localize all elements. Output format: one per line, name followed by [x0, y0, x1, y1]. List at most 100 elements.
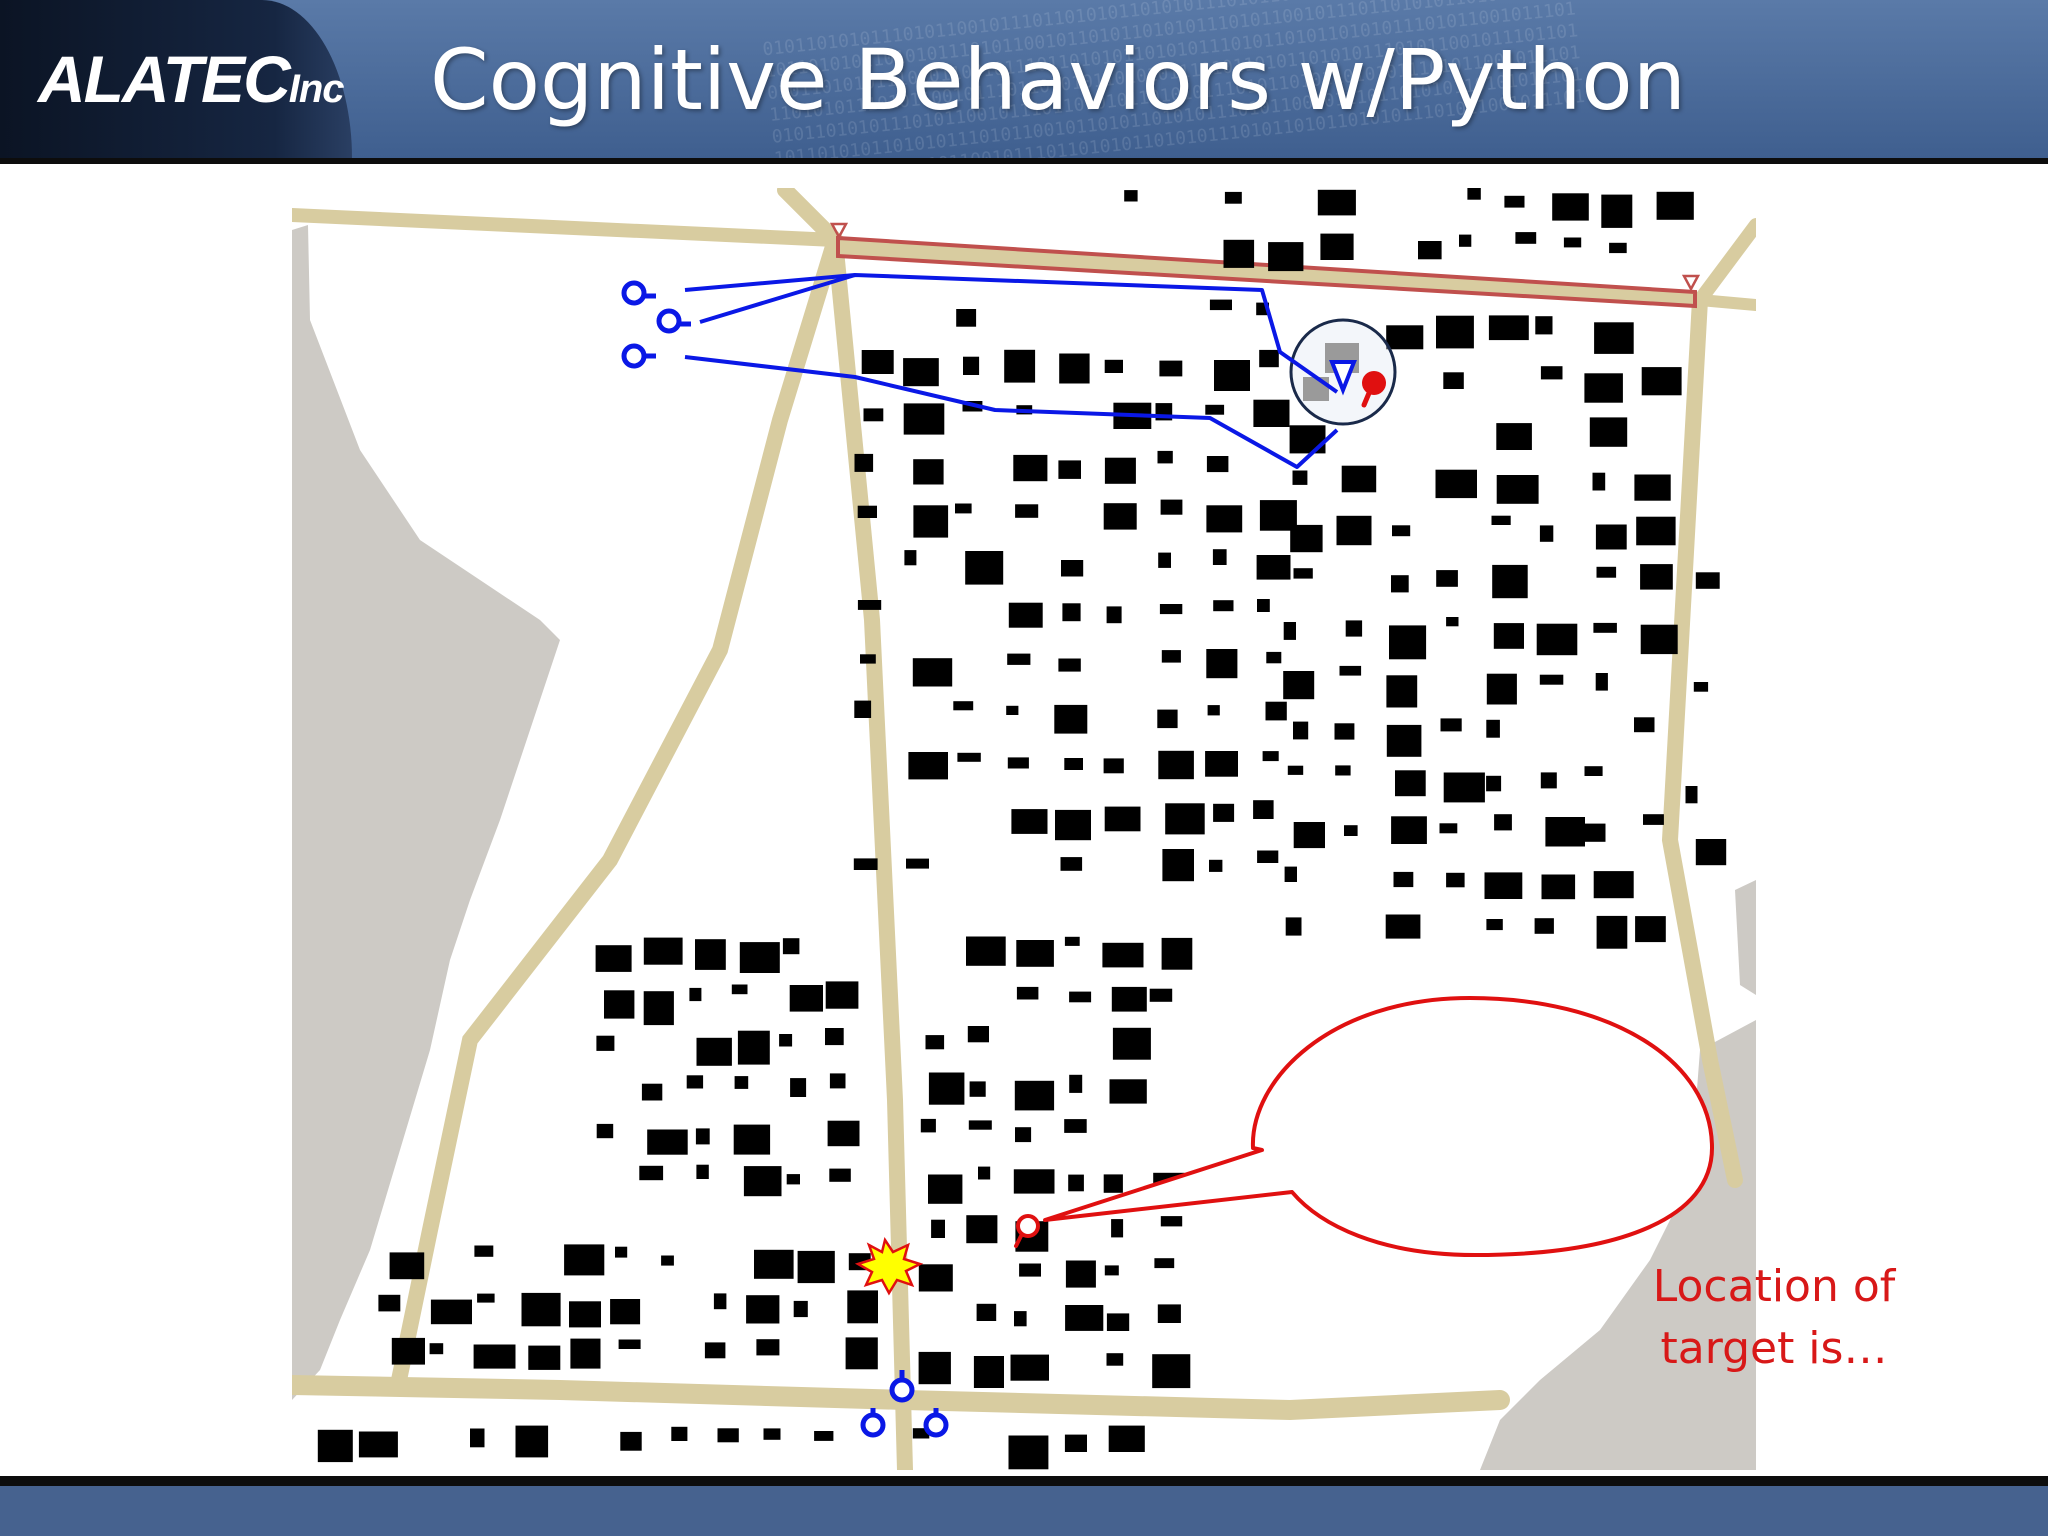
building	[1011, 809, 1048, 834]
building	[1152, 1354, 1191, 1389]
building	[965, 551, 1004, 585]
building	[1257, 599, 1270, 612]
building	[906, 858, 929, 869]
building	[1293, 568, 1313, 579]
terrain-patch-east	[1735, 880, 1756, 995]
building	[1253, 399, 1290, 427]
building	[918, 1264, 953, 1292]
building	[1103, 1174, 1123, 1193]
building	[913, 459, 944, 485]
building	[1596, 566, 1617, 578]
building	[643, 991, 674, 1026]
building	[763, 1428, 781, 1440]
building	[564, 1244, 605, 1276]
tactical-map: Location of target is…	[292, 188, 1895, 1470]
building	[618, 1339, 641, 1349]
callout-line: Location of	[1652, 1261, 1896, 1312]
building	[956, 309, 977, 327]
building	[1443, 372, 1464, 389]
building	[1541, 874, 1576, 900]
building	[1205, 751, 1238, 777]
building	[853, 858, 878, 870]
building	[1593, 622, 1617, 633]
building	[966, 936, 1006, 966]
building	[1534, 918, 1554, 934]
building	[1213, 803, 1235, 822]
building	[1104, 457, 1136, 484]
building	[1015, 504, 1039, 518]
building	[973, 1356, 1004, 1388]
building	[1418, 241, 1442, 260]
building	[1283, 622, 1296, 640]
building	[1440, 718, 1462, 732]
building	[1515, 232, 1537, 244]
building	[1589, 417, 1628, 447]
building	[731, 984, 748, 995]
building	[1656, 191, 1694, 220]
building	[1436, 570, 1458, 587]
building	[1504, 195, 1525, 208]
building	[470, 1428, 485, 1448]
building	[358, 1431, 398, 1458]
building	[1563, 237, 1582, 248]
building	[931, 1219, 945, 1238]
route-charlie	[684, 355, 1339, 469]
building	[641, 1083, 663, 1101]
building	[1496, 423, 1532, 450]
building	[1292, 470, 1308, 485]
building	[1386, 675, 1418, 708]
building	[1484, 872, 1523, 899]
building	[1007, 653, 1031, 665]
building	[1695, 572, 1720, 589]
buildings-layer	[317, 188, 1727, 1470]
building	[1010, 1354, 1049, 1381]
building	[1601, 194, 1633, 228]
building	[569, 1301, 601, 1328]
building	[1540, 366, 1563, 380]
building	[913, 505, 949, 538]
building	[1069, 1074, 1083, 1093]
building	[756, 1339, 780, 1356]
building	[754, 1249, 794, 1279]
building	[1109, 1079, 1147, 1104]
building	[1693, 682, 1709, 692]
logo-main-text: ALATEC	[38, 42, 291, 116]
building	[829, 1073, 846, 1089]
building	[1059, 353, 1090, 384]
building	[1320, 233, 1354, 260]
building	[912, 658, 953, 687]
building	[704, 1342, 726, 1359]
building	[1695, 839, 1727, 866]
road-east-spur	[1694, 294, 1756, 311]
building	[1493, 623, 1524, 649]
building	[1064, 936, 1080, 946]
building	[1268, 242, 1304, 272]
building	[686, 1075, 704, 1089]
building	[925, 1035, 945, 1050]
building	[928, 1072, 965, 1105]
building	[1391, 816, 1427, 844]
building	[743, 1166, 782, 1197]
building	[1209, 299, 1232, 311]
building	[1640, 624, 1678, 655]
building	[976, 1303, 997, 1321]
building	[1536, 623, 1578, 656]
company-logo: ALATECInc	[38, 42, 345, 124]
building	[779, 1034, 793, 1047]
building	[955, 503, 972, 514]
building	[429, 1343, 444, 1355]
building	[1395, 770, 1426, 797]
building	[1596, 915, 1628, 949]
building	[1016, 986, 1039, 1000]
building	[1207, 705, 1220, 716]
logo-suffix-text: Inc	[288, 67, 345, 111]
building	[473, 1344, 516, 1369]
phase-line-triangle-icon	[829, 222, 849, 240]
phase-line	[836, 235, 1697, 309]
building	[1385, 914, 1421, 939]
building	[1161, 937, 1193, 970]
building	[1391, 575, 1409, 593]
building	[1223, 239, 1255, 268]
friendly-unit-icon	[621, 343, 647, 369]
building	[920, 1118, 936, 1133]
